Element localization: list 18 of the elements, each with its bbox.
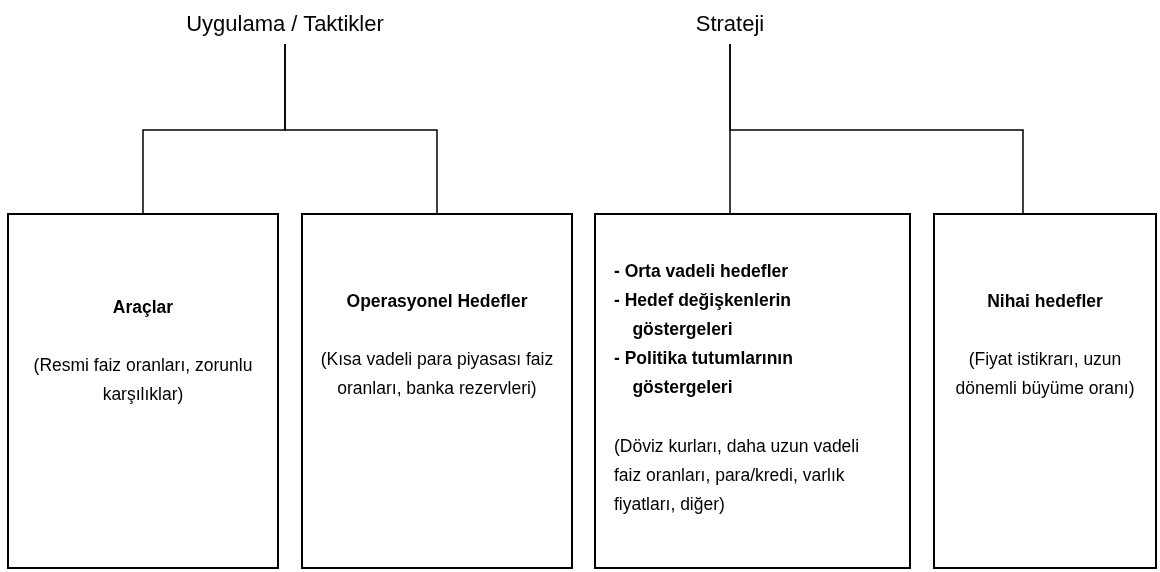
box-heading: Nihai hedefler — [986, 290, 1104, 313]
box-heading: - Politika tutumlarının göstergeleri — [614, 347, 794, 399]
box-description: (Kısa vadeli para piyasası faiz oranları, banka rezervleri) — [319, 348, 555, 400]
box-description: (Fiyat istikrarı, uzun dönemli büyüme oranı) — [954, 348, 1136, 400]
box-description: (Resmi faiz oranları, zorunlu karşılıklar) — [32, 354, 254, 406]
connector-line — [729, 43, 1024, 214]
connector-line — [284, 43, 438, 214]
heading-text: Uygulama / Taktikler — [135, 4, 435, 44]
category-box — [933, 213, 1157, 569]
heading-text: Strateji — [630, 4, 830, 44]
category-box — [594, 213, 911, 569]
box-heading: - Hedef değişkenlerin göstergeleri — [614, 289, 792, 341]
box-heading: Araçlar — [111, 296, 175, 319]
category-box — [301, 213, 573, 569]
category-box — [7, 213, 279, 569]
box-heading: - Orta vadeli hedefler — [614, 260, 790, 283]
box-description: (Döviz kurları, daha uzun vadeli faiz oranları, para/kredi, varlık fiyatları, diğer) — [614, 435, 861, 516]
box-heading: Operasyonel Hedefler — [345, 290, 529, 313]
